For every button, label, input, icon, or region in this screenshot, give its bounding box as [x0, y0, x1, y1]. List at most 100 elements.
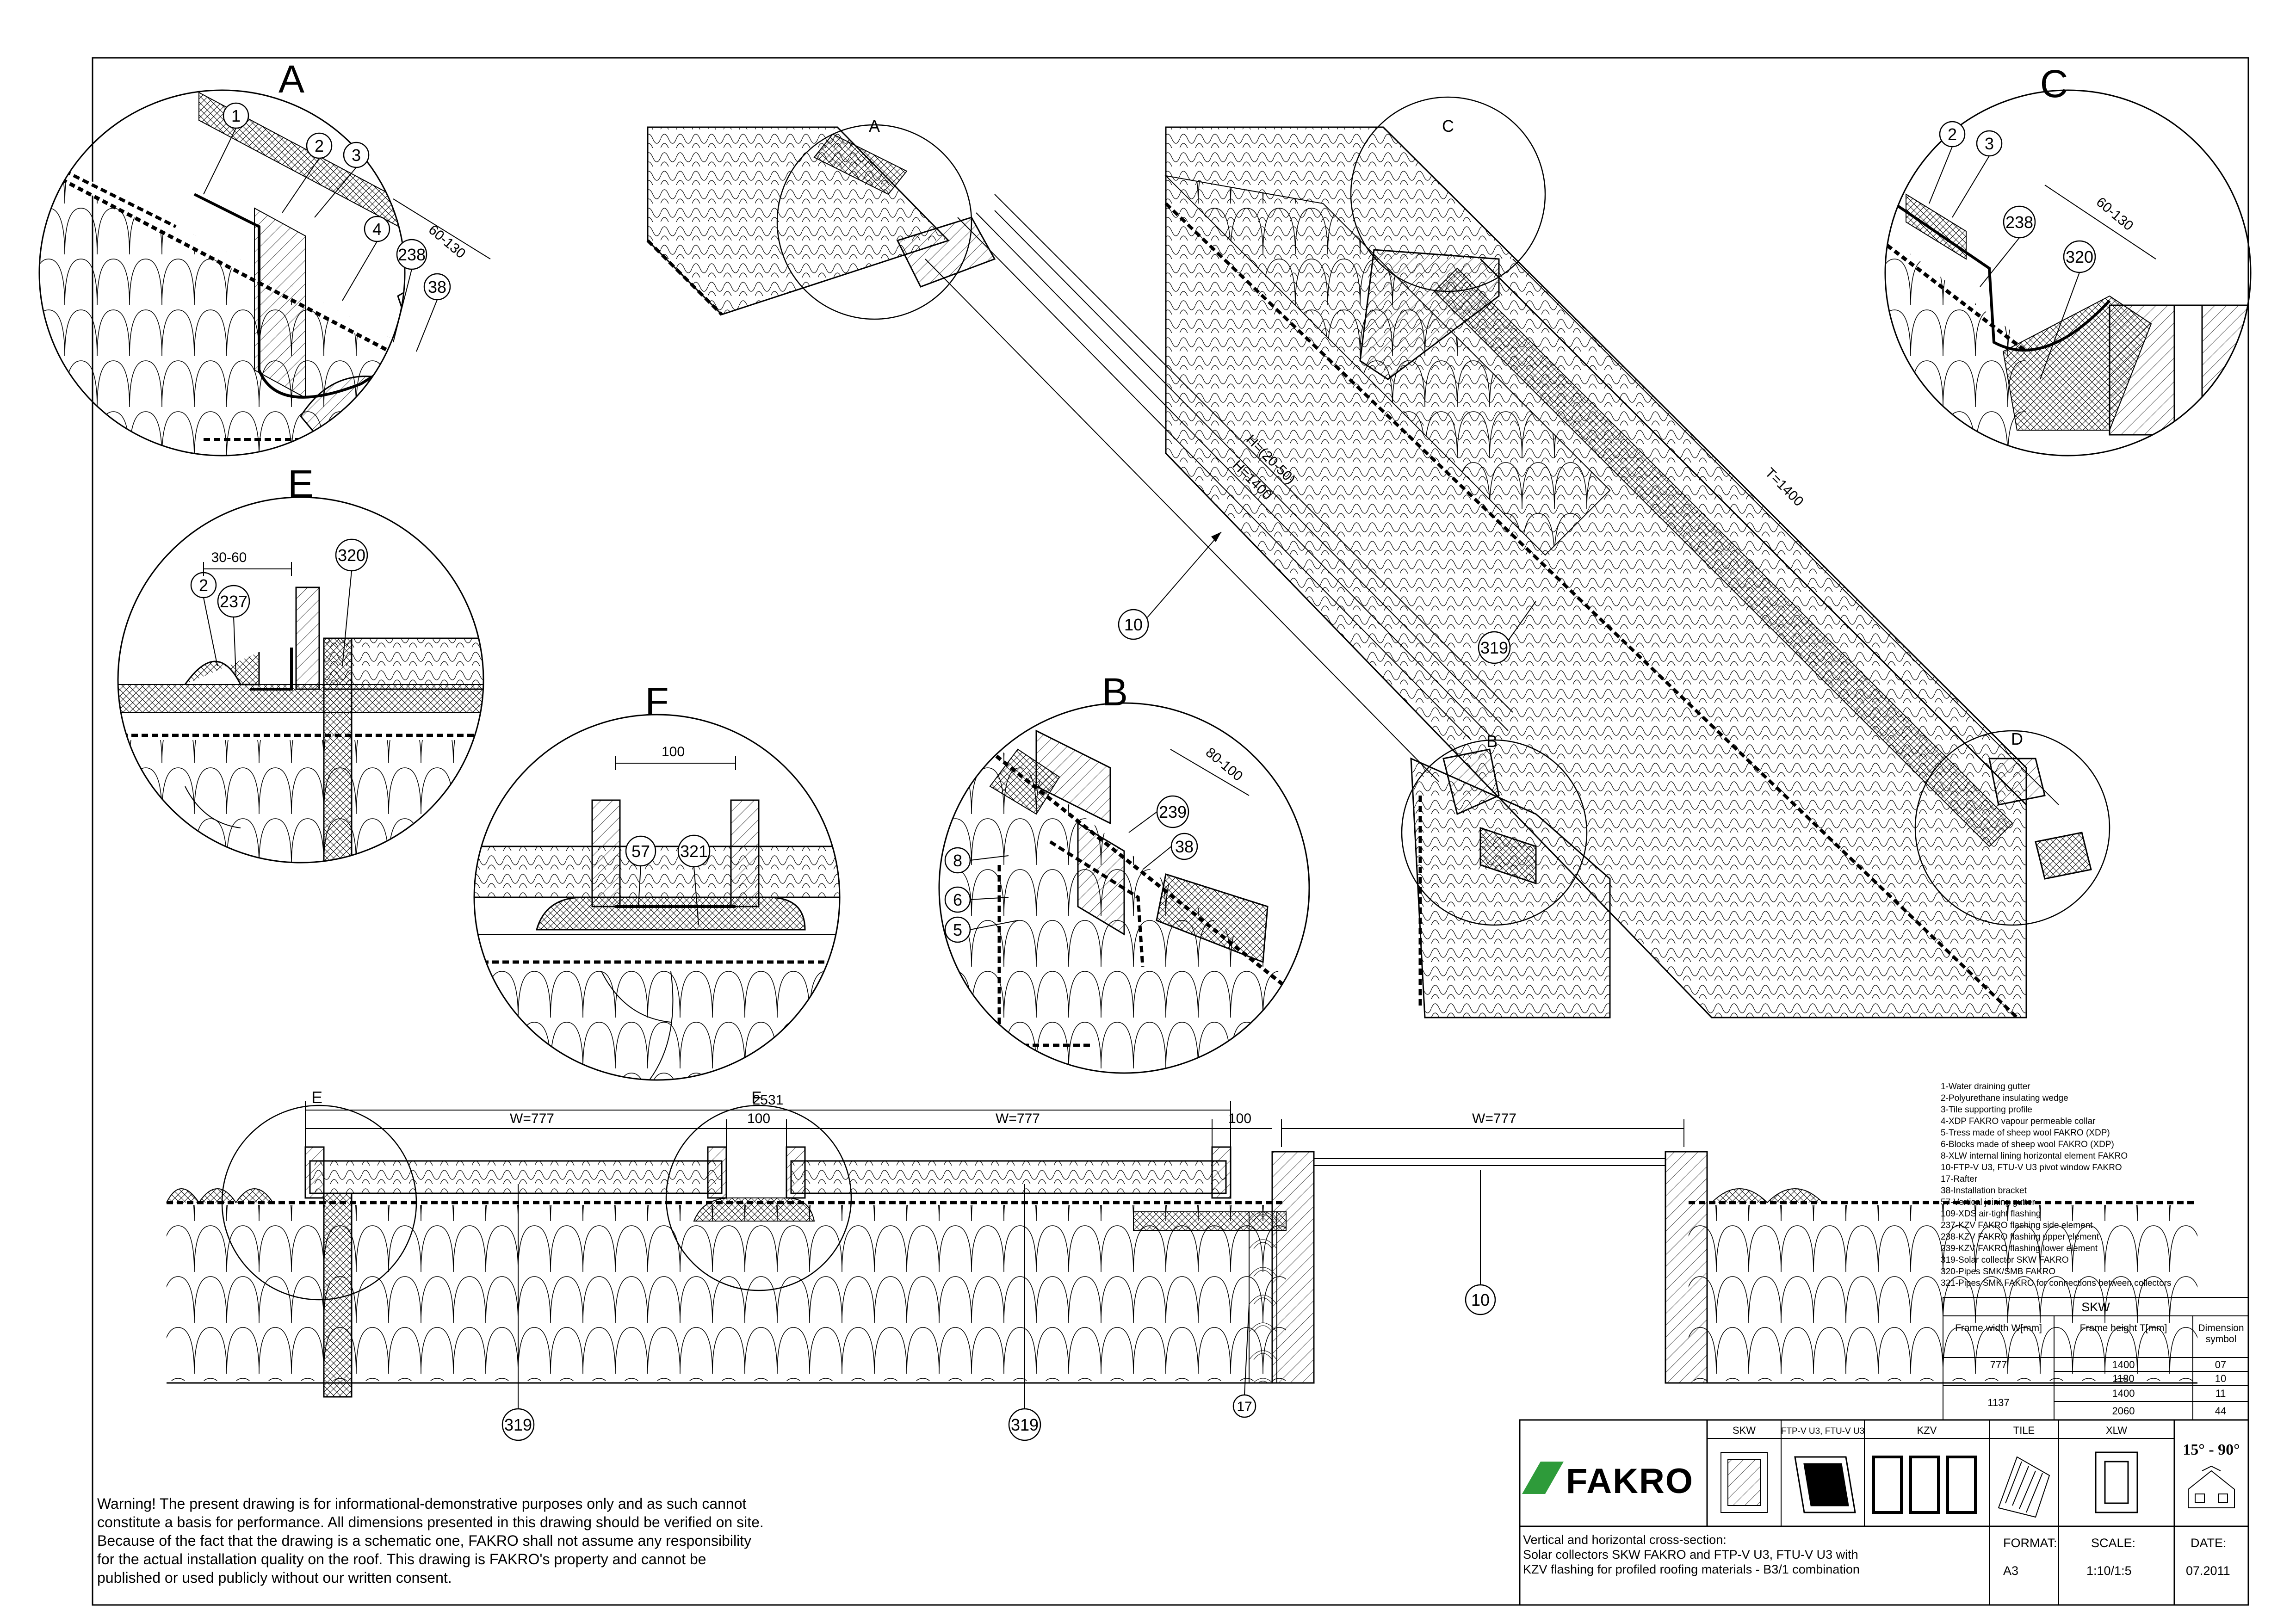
detail-c-item-2: 2	[1948, 125, 1957, 144]
plan-detail-f: F	[751, 1088, 761, 1107]
svg-text:A: A	[869, 117, 880, 136]
detail-a-item-4: 4	[372, 220, 382, 239]
legend-item: 17-Rafter	[1941, 1174, 1978, 1184]
dim-gap-1: 100	[747, 1111, 770, 1126]
table-cell: 2060	[2112, 1405, 2135, 1417]
plan-callout-319-left: 319	[504, 1415, 532, 1434]
legend-item: 3-Tile supporting profile	[1941, 1105, 2032, 1115]
vertical-section: T=1400 H=(20-50) H=1400 A C B D 10 319	[646, 96, 2110, 1019]
detail-c: C 2 3 238 320 60-130	[1884, 62, 2252, 457]
detail-f-title: F	[645, 679, 668, 723]
table-cell: 1180	[2112, 1373, 2134, 1384]
dim-collector-1-width: W=777	[510, 1111, 554, 1126]
titleblock-col: XLW	[2106, 1425, 2127, 1436]
disclaimer-line: for the actual installation quality on t…	[97, 1551, 706, 1567]
svg-text:B: B	[1486, 732, 1498, 751]
brand-logo: FAKRO	[1566, 1462, 1694, 1501]
detail-c-dimension: 60-130	[2093, 194, 2136, 234]
dim-window-width: W=777	[1472, 1111, 1516, 1126]
legend-item: 239-KZV FAKRO flashing lower element	[1941, 1244, 2098, 1253]
pivot-window-icon	[1794, 1456, 1856, 1513]
titleblock-col: TILE	[2013, 1425, 2035, 1436]
legend-item: 320-Pipes SMK/SMB FAKRO	[1941, 1267, 2055, 1277]
detail-b-dimension: 80-100	[1203, 745, 1246, 784]
disclaimer: Warning! The present drawing is for info…	[97, 1495, 764, 1586]
table-title: SKW	[2081, 1300, 2110, 1314]
date-label: DATE:	[2191, 1536, 2227, 1550]
skw-collector-icon	[1720, 1452, 1768, 1513]
tile-icon	[1998, 1456, 2050, 1518]
table-cell: 777	[1990, 1359, 2007, 1370]
roof-pitch-icon	[2188, 1465, 2235, 1508]
detail-f-item-321: 321	[680, 842, 708, 861]
legend-item: 57-Vertical joining gutter	[1941, 1197, 2036, 1207]
drawing-description: Solar collectors SKW FAKRO and FTP-V U3,…	[1523, 1548, 1858, 1561]
plan-detail-e: E	[311, 1088, 322, 1107]
legend-item: 109-XDS air-tight flashing	[1941, 1209, 2041, 1219]
dim-gap-2: 100	[1228, 1111, 1251, 1126]
detail-c-item-238: 238	[2005, 213, 2033, 232]
detail-a-item-3: 3	[352, 146, 361, 165]
disclaimer-line: Warning! The present drawing is for info…	[97, 1495, 747, 1512]
legend-item: 10-FTP-V U3, FTU-V U3 pivot window FAKRO	[1941, 1163, 2122, 1173]
legend-item: 5-Tress made of sheep wool FAKRO (XDP)	[1941, 1128, 2110, 1138]
legend-item: 237-KZV FAKRO flashing side element	[1941, 1221, 2093, 1230]
detail-b-item-8: 8	[953, 851, 962, 870]
detail-f-dimension: 100	[662, 744, 685, 759]
legend-item: 38-Installation bracket	[1941, 1186, 2027, 1196]
legend-item: 8-XLW internal lining horizontal element…	[1941, 1151, 2128, 1161]
table-cell: 1137	[1987, 1397, 2009, 1408]
xlw-lining-icon	[2095, 1451, 2138, 1513]
detail-b-item-6: 6	[953, 890, 962, 909]
disclaimer-line: constitute a basis for performance. All …	[97, 1514, 764, 1530]
detail-f: F 100 57 321	[473, 679, 841, 1081]
legend-item: 2-Polyurethane insulating wedge	[1941, 1093, 2068, 1103]
format-value: A3	[2003, 1564, 2018, 1578]
scale-value: 1:10/1:5	[2086, 1564, 2132, 1578]
detail-e-item-2: 2	[199, 576, 208, 595]
legend-item: 6-Blocks made of sheep wool FAKRO (XDP)	[1941, 1140, 2114, 1149]
detail-b-title: B	[1102, 670, 1128, 714]
detail-e-item-237: 237	[220, 592, 248, 611]
date-value: 07.2011	[2186, 1564, 2230, 1578]
titleblock-col: KZV	[1917, 1425, 1937, 1436]
table-header-height: Frame height T[mm]	[2079, 1323, 2167, 1333]
table-cell: 11	[2216, 1388, 2226, 1399]
svg-text:C: C	[1442, 117, 1454, 136]
table-cell: 07	[2215, 1359, 2226, 1370]
kzv-flashing-icon	[1872, 1456, 1977, 1514]
detail-c-item-3: 3	[1985, 134, 1994, 153]
scale-label: SCALE:	[2091, 1536, 2135, 1550]
disclaimer-line: published or used publicly without our w…	[97, 1569, 452, 1586]
legend-item: 1-Water draining gutter	[1941, 1082, 2030, 1092]
titleblock-col: SKW	[1733, 1425, 1756, 1436]
detail-a-title: A	[278, 57, 304, 101]
detail-c-title: C	[2040, 62, 2068, 105]
detail-a-item-2: 2	[315, 136, 324, 155]
format-label: FORMAT:	[2003, 1536, 2057, 1550]
detail-a-item-38: 38	[428, 278, 446, 296]
detail-e-dimension: 30-60	[211, 550, 247, 565]
disclaimer-line: Because of the fact that the drawing is …	[97, 1532, 751, 1549]
detail-a-item-1: 1	[231, 106, 241, 125]
detail-d-title: D	[2011, 729, 2023, 748]
table-header-width: Frame width W[mm]	[1955, 1323, 2042, 1333]
detail-b-item-38: 38	[1175, 837, 1194, 856]
drawing-description: KZV flashing for profiled roofing materi…	[1523, 1562, 1860, 1576]
legend: 1-Water draining gutter 2-Polyurethane i…	[1941, 1082, 2171, 1288]
titleblock-col: FTP-V U3, FTU-V U3	[1781, 1426, 1865, 1436]
detail-f-item-57: 57	[631, 842, 650, 861]
detail-b-item-5: 5	[953, 920, 962, 939]
detail-b-item-239: 239	[1159, 802, 1187, 821]
legend-item: 238-KZV FAKRO flashing upper element	[1941, 1232, 2099, 1242]
callout-window: 10	[1124, 615, 1143, 634]
detail-e: E 2 237 320 30-60	[117, 462, 484, 864]
table-cell: 1400	[2112, 1359, 2135, 1370]
fakro-logo-mark	[1522, 1462, 1564, 1494]
table-cell: 10	[2215, 1373, 2226, 1384]
sheet-border	[92, 57, 2249, 1606]
roof-pitch-range: 15° - 90°	[2183, 1441, 2240, 1458]
horizontal-section: 2531 W=777 100 W=777 100 W=777 E F 319 3…	[166, 1088, 2197, 1441]
title-block	[1519, 1419, 2249, 1606]
